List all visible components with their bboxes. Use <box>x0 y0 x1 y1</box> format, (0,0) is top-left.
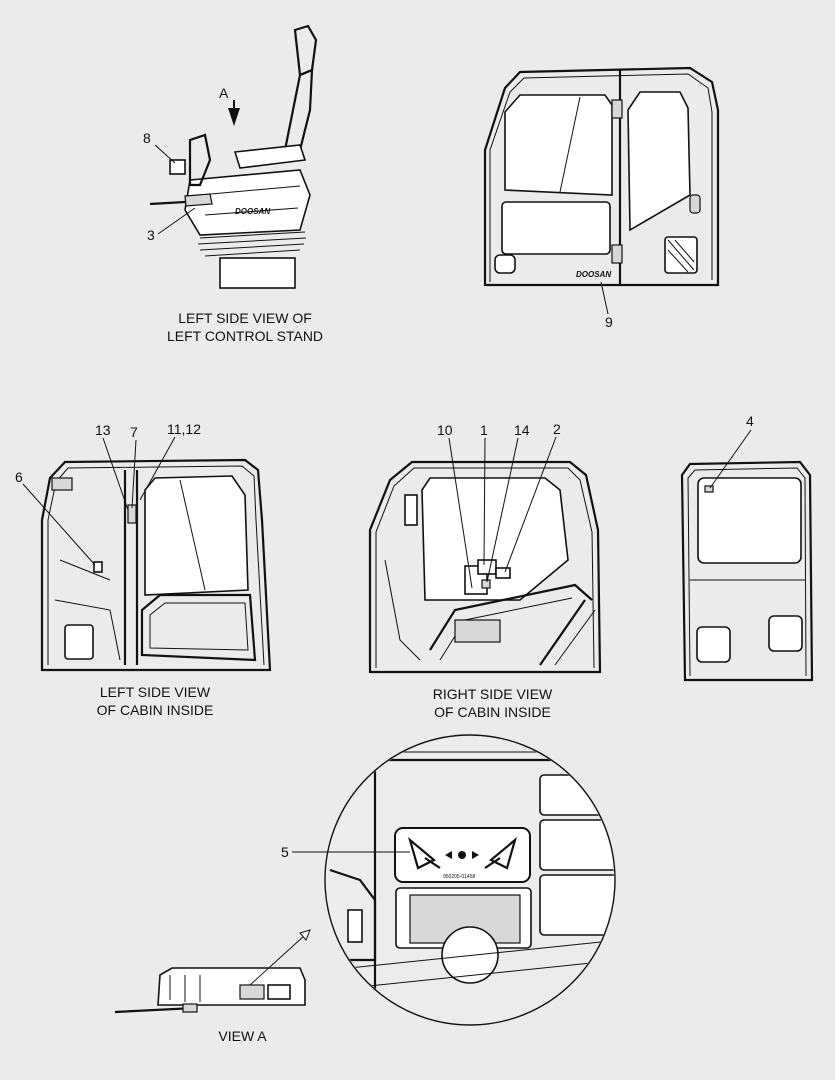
decal-code: 950205-01458 <box>443 874 475 880</box>
cabin-exterior-drawing: DOOSAN <box>483 66 720 287</box>
cabin-left-inside-drawing <box>40 458 272 672</box>
view-marker-a: A <box>219 85 229 101</box>
caption-cabin-right-line1: RIGHT SIDE VIEW <box>432 686 553 702</box>
brand-logo-cabin: DOOSAN <box>576 270 611 279</box>
caption-view-a: VIEW A <box>218 1028 267 1044</box>
brand-logo-console: DOOSAN <box>235 207 270 216</box>
callout-1: 1 <box>480 422 488 438</box>
detail-circle: 950205-01458 <box>324 734 616 1026</box>
decal-1 <box>477 559 497 575</box>
caption-cabin-left: LEFT SIDE VIEW OF CABIN INSIDE <box>80 683 230 719</box>
caption-cabin-right: RIGHT SIDE VIEW OF CABIN INSIDE <box>415 685 570 721</box>
caption-control-stand-line2: LEFT CONTROL STAND <box>166 328 324 344</box>
left-control-stand-drawing: DOOSAN <box>149 24 318 289</box>
callout-3: 3 <box>147 227 155 243</box>
view-arrow-icon <box>228 100 240 126</box>
caption-cabin-right-line2: OF CABIN INSIDE <box>434 704 551 720</box>
caption-cabin-left-line1: LEFT SIDE VIEW <box>99 684 211 700</box>
decal-2 <box>495 567 511 579</box>
cabin-right-inside-drawing <box>368 460 602 674</box>
callout-11-12: 11,12 <box>167 421 201 437</box>
cabin-rear-drawing <box>680 460 814 682</box>
callout-10: 10 <box>437 422 453 438</box>
callout-6: 6 <box>15 469 23 485</box>
zoom-arrow-icon <box>299 929 311 941</box>
callout-2: 2 <box>553 421 561 437</box>
caption-cabin-left-line2: OF CABIN INSIDE <box>96 702 214 718</box>
view-a-console-drawing <box>114 967 306 1014</box>
decal-14 <box>481 579 491 589</box>
callout-14: 14 <box>514 422 530 438</box>
callout-7: 7 <box>130 424 138 440</box>
decal-6 <box>93 561 103 573</box>
callout-8: 8 <box>143 130 151 146</box>
decal-4 <box>704 485 714 493</box>
callout-9: 9 <box>605 314 613 330</box>
decal-8 <box>169 159 186 175</box>
callout-5: 5 <box>281 844 289 860</box>
caption-control-stand-line1: LEFT SIDE VIEW OF <box>178 310 312 326</box>
callout-13: 13 <box>95 422 111 438</box>
callout-4: 4 <box>746 413 754 429</box>
caption-control-stand: LEFT SIDE VIEW OF LEFT CONTROL STAND <box>160 309 330 345</box>
